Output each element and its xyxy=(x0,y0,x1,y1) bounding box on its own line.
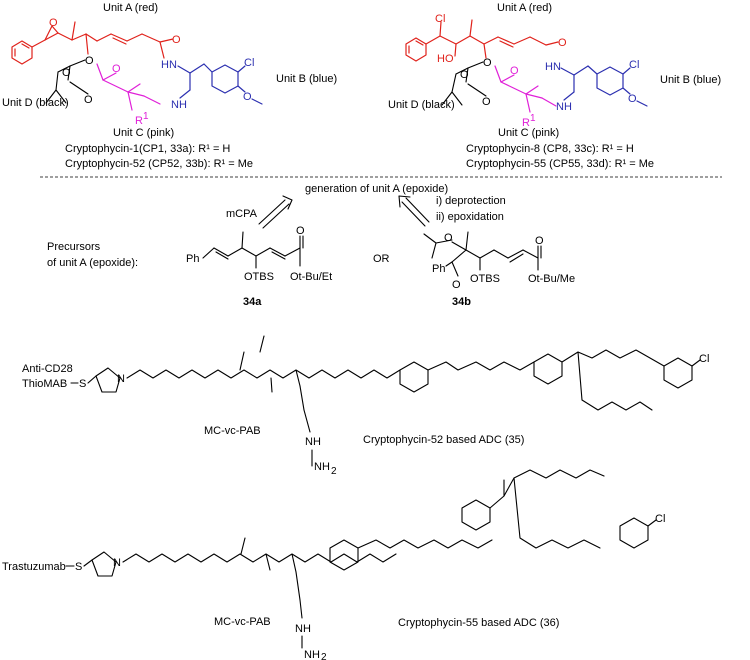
adc-35: Anti-CD28 ThioMAB S N NH NH 2 Cl MC-vc-P… xyxy=(22,335,709,477)
unit-c-label: Unit C (pink) xyxy=(113,127,174,139)
cp8-nh: NH xyxy=(556,101,572,113)
cp8-d-o: O xyxy=(460,69,469,81)
adc36-s: S xyxy=(75,561,82,573)
reagent-deprotection: i) deprotection xyxy=(436,195,506,207)
cp1-r1: R xyxy=(135,115,143,127)
34b-otbs: OTBS xyxy=(470,273,500,285)
amide-o: O xyxy=(172,34,181,46)
ester-o-1: O xyxy=(85,55,94,67)
cp8-cl: Cl xyxy=(629,59,639,71)
adc36-n: N xyxy=(113,557,121,569)
34a-ph: Ph xyxy=(186,253,199,265)
unit-c-label-2: Unit C (pink) xyxy=(498,127,559,139)
retro-arrow-left xyxy=(258,195,293,229)
cp8-ester-o: O xyxy=(483,57,492,69)
unit-a-label-2: Unit A (red) xyxy=(497,2,552,14)
34a-o: O xyxy=(296,225,305,237)
cp1-hn: HN xyxy=(161,59,177,71)
adc36-cl: Cl xyxy=(655,513,665,525)
34b-o3: O xyxy=(452,279,461,291)
precursor-section: generation of unit A (epoxide) mCPA i) d… xyxy=(47,183,575,308)
cp8-r1-sup: 1 xyxy=(530,113,536,124)
adc35-antibody-2: ThioMAB xyxy=(22,378,67,390)
34b-ph: Ph xyxy=(432,263,445,275)
unit-b-label-2: Unit B (blue) xyxy=(660,74,721,86)
retro-arrow-right xyxy=(398,195,430,227)
adc36-antibody: Trastuzumab xyxy=(2,561,66,573)
adc36-urea-nh: NH xyxy=(295,623,311,635)
cp8-c-o: O xyxy=(510,65,519,77)
cp8-r1: R xyxy=(522,117,530,129)
34b-o1: O xyxy=(444,232,453,244)
adc36-nh2: NH xyxy=(304,649,320,660)
adc-36: Trastuzumab S N NH NH 2 Cl MC-vc-PAB Cry… xyxy=(2,469,665,660)
cp1-c-o: O xyxy=(112,63,121,75)
adc35-urea-nh: NH xyxy=(305,436,321,448)
cp8-caption-1: Cryptophycin-8 (CP8, 33c): R¹ = H xyxy=(466,143,634,155)
adc35-linker: MC-vc-PAB xyxy=(204,425,261,437)
34b-o2: O xyxy=(535,235,544,247)
cp1-cl: Cl xyxy=(244,57,254,69)
structure-cp8: Unit A (red) Cl HO O O HN Cl O NH Unit B… xyxy=(388,2,721,170)
adc36-caption: Cryptophycin-55 based ADC (36) xyxy=(398,617,559,629)
34a-otbs: OTBS xyxy=(244,271,274,283)
cp1-d-o: O xyxy=(62,67,71,79)
cp8-ho: HO xyxy=(437,53,454,65)
cp8-ome-o: O xyxy=(628,93,637,105)
compound-34b: 34b xyxy=(452,296,471,308)
adc35-nh2-sub: 2 xyxy=(331,466,337,477)
reagent-epoxidation: ii) epoxidation xyxy=(436,211,504,223)
cp8-caption-2: Cryptophycin-55 (CP55, 33d): R¹ = Me xyxy=(466,158,654,170)
precursor-label-2: of unit A (epoxide): xyxy=(47,257,138,269)
34a-ester: Ot-Bu/Et xyxy=(290,271,332,283)
unit-a-label: Unit A (red) xyxy=(103,2,158,14)
or-label: OR xyxy=(373,253,390,265)
epoxide-o: O xyxy=(49,17,58,29)
cp8-d-o2: O xyxy=(482,96,491,108)
precursor-heading: generation of unit A (epoxide) xyxy=(305,183,448,195)
cp8-amide-o: O xyxy=(558,37,567,49)
adc35-nh2: NH xyxy=(314,461,330,473)
cp1-caption-2: Cryptophycin-52 (CP52, 33b): R¹ = Me xyxy=(65,158,253,170)
adc35-caption: Cryptophycin-52 based ADC (35) xyxy=(363,434,524,446)
unit-d-label: Unit D (black) xyxy=(2,97,69,109)
structure-cp1: Unit A (red) O O O HN Cl O NH xyxy=(2,2,337,170)
cp8-hn: HN xyxy=(545,61,561,73)
adc35-s: S xyxy=(79,378,86,390)
cp1-caption-1: Cryptophycin-1(CP1, 33a): R¹ = H xyxy=(65,143,230,155)
compound-34a: 34a xyxy=(243,296,262,308)
adc36-nh2-sub: 2 xyxy=(321,652,327,660)
cp1-d-o2: O xyxy=(84,94,93,106)
unit-b-label: Unit B (blue) xyxy=(276,73,337,85)
cp8-cl-top: Cl xyxy=(435,13,445,25)
cp1-nh: NH xyxy=(171,99,187,111)
adc35-cl: Cl xyxy=(699,353,709,365)
cp1-ome-o: O xyxy=(243,91,252,103)
reagent-mcpa: mCPA xyxy=(226,208,258,220)
precursor-label-1: Precursors xyxy=(47,241,101,253)
adc35-antibody-1: Anti-CD28 xyxy=(22,363,73,375)
adc35-n: N xyxy=(117,373,125,385)
34b-ester: Ot-Bu/Me xyxy=(528,273,575,285)
adc36-linker: MC-vc-PAB xyxy=(214,616,271,628)
cp1-r1-sup: 1 xyxy=(143,111,149,122)
unit-d-label-2: Unit D (black) xyxy=(388,99,455,111)
